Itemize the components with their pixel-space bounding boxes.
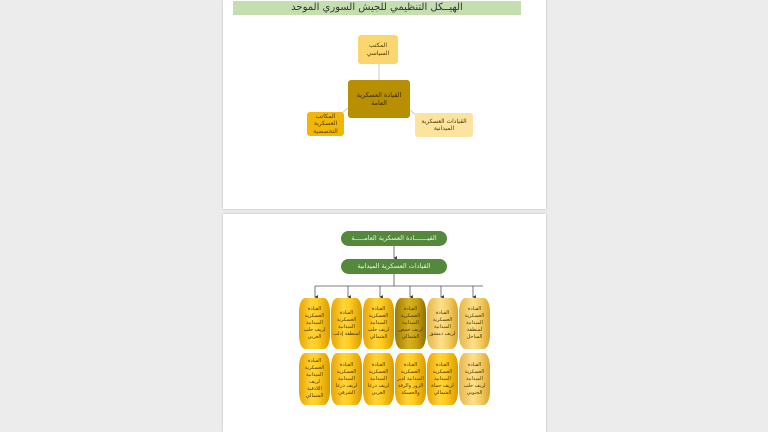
field-command-node: القيادة العسكرية الميدانية لريف دمشق bbox=[427, 298, 458, 349]
node-specialized-offices: المكاتب العسكرية التخصصية bbox=[307, 112, 344, 136]
field-command-node: القيادة العسكرية الميدانية لريف حمص الشم… bbox=[395, 298, 426, 349]
field-command-node: القيادة العسكرية الميدانية لريف درعا الغ… bbox=[363, 353, 394, 405]
node-general-command: القيـــــــادة العسكرية العامـــــة bbox=[341, 231, 447, 246]
field-command-node: القيادة العسكرية الميدانية لريف درعا الش… bbox=[331, 353, 362, 405]
field-command-node: القيادة العسكرية الميدانية لدير الزور وا… bbox=[395, 353, 426, 405]
node-political-office: المكتب السياسي bbox=[358, 35, 398, 64]
page-title: الهيــكل التنظيمي للجيش السوري الموحد bbox=[233, 1, 521, 15]
diagram-page-2: القيـــــــادة العسكرية العامـــــة القي… bbox=[223, 214, 546, 432]
field-command-node: القيادة العسكرية الميدانية لمنطقة إدلب bbox=[331, 298, 362, 349]
node-general-command: القيادة العسكرية العامة bbox=[348, 80, 410, 118]
field-command-node: القيادة العسكرية الميدانية لريف حلب الشم… bbox=[363, 298, 394, 349]
field-command-node: القيادة العسكرية الميدانية لريف حلب الغر… bbox=[299, 298, 330, 349]
diagram-page-1: الهيــكل التنظيمي للجيش السوري الموحد ال… bbox=[223, 0, 546, 209]
field-command-node: القيادة العسكرية الميدانية لريف اللاذقية… bbox=[299, 353, 330, 405]
field-command-node: القيادة العسكرية الميدانية لريف حماة الش… bbox=[427, 353, 458, 405]
node-field-commands: القيادات العسكرية الميدانية bbox=[415, 113, 473, 137]
hierarchy-connectors bbox=[314, 246, 483, 299]
node-field-commands: القيادات العسكرية الميدانية bbox=[341, 259, 447, 274]
field-command-node: القيادة العسكرية الميدانية لمنطقة الساحل bbox=[459, 298, 490, 349]
field-command-node: القيادة العسكرية الميدانية لريف حلب الجن… bbox=[459, 353, 490, 405]
